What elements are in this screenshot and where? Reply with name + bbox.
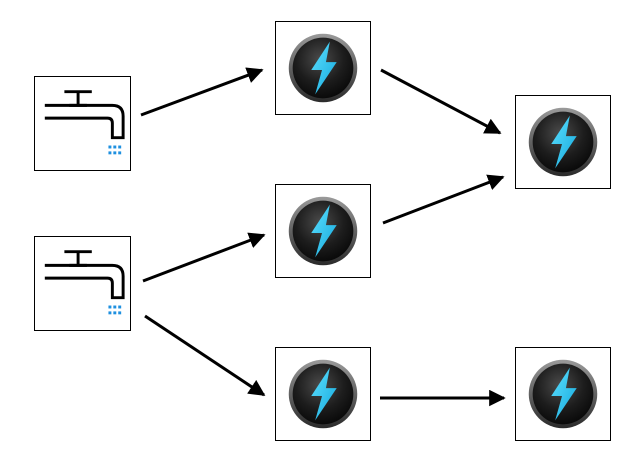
edge-source-1-to-bolt-1: [140, 67, 264, 117]
bolt-node-2[interactable]: [275, 184, 371, 278]
lightning-bolt-icon: [528, 107, 598, 177]
edge-bolt-1-to-bolt-4: [380, 68, 502, 135]
lightning-bolt-icon: [528, 359, 598, 429]
bolt-node-4[interactable]: [515, 95, 611, 189]
edge-source-2-to-bolt-3: [144, 314, 266, 397]
bolt-node-3[interactable]: [275, 347, 371, 441]
source-node-1[interactable]: [34, 76, 131, 171]
faucet-icon: [44, 90, 125, 155]
faucet-icon: [44, 250, 125, 315]
source-node-2[interactable]: [34, 236, 131, 331]
edge-source-2-to-bolt-2: [142, 232, 266, 283]
lightning-bolt-icon: [288, 33, 358, 103]
bolt-node-1[interactable]: [275, 21, 371, 115]
lightning-bolt-icon: [288, 196, 358, 266]
bolt-node-5[interactable]: [515, 347, 611, 441]
edge-bolt-2-to-bolt-4: [382, 174, 505, 225]
lightning-bolt-icon: [288, 359, 358, 429]
